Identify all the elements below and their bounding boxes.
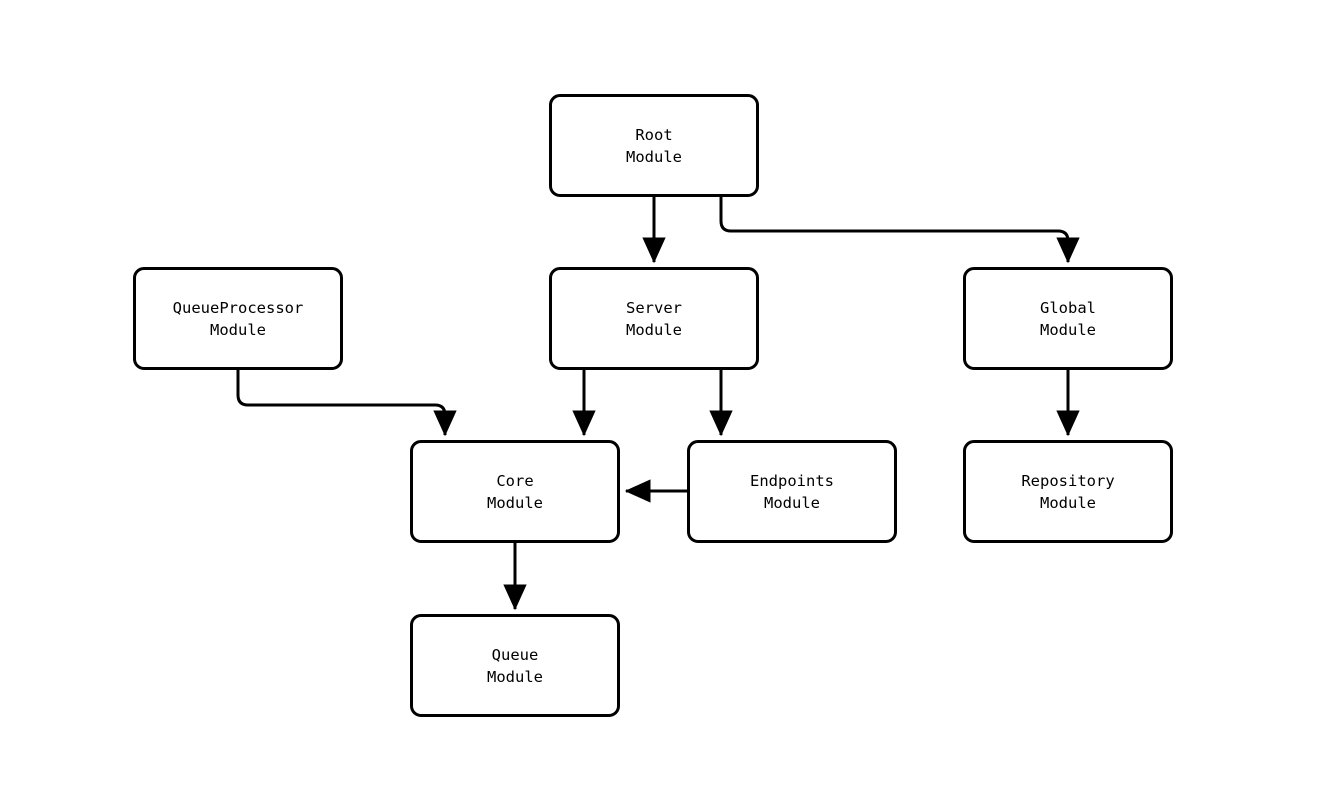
node-queue-module-line1: Queue (491, 645, 539, 664)
edge-root-to-global (719, 197, 1080, 264)
node-server-module-line1: Server (626, 298, 682, 317)
node-core-module-line1: Core (496, 471, 534, 490)
node-root-module-line2: Module (626, 147, 682, 166)
node-endpoints-module-line1: Endpoints (750, 471, 834, 490)
node-global-module[interactable]: Global Module (963, 267, 1173, 370)
node-endpoints-module-line2: Module (764, 493, 820, 512)
node-queue-module-line2: Module (487, 667, 543, 686)
node-server-module-line2: Module (626, 320, 682, 339)
node-core-module[interactable]: Core Module (410, 440, 620, 543)
node-repository-module[interactable]: Repository Module (963, 440, 1173, 543)
node-repository-module-line2: Module (1040, 493, 1096, 512)
edge-queueprocessor-to-core (236, 370, 457, 437)
node-global-module-line2: Module (1040, 320, 1096, 339)
node-core-module-line2: Module (487, 493, 543, 512)
node-queueprocessor-module-line2: Module (210, 320, 266, 339)
node-queueprocessor-module-line1: QueueProcessor (172, 298, 304, 317)
node-queue-module[interactable]: Queue Module (410, 614, 620, 717)
node-queueprocessor-module[interactable]: QueueProcessor Module (133, 267, 343, 370)
node-root-module-line1: Root (635, 125, 673, 144)
node-root-module[interactable]: Root Module (549, 94, 759, 197)
node-global-module-line1: Global (1040, 298, 1096, 317)
node-endpoints-module[interactable]: Endpoints Module (687, 440, 897, 543)
node-repository-module-line1: Repository (1021, 471, 1115, 490)
node-server-module[interactable]: Server Module (549, 267, 759, 370)
